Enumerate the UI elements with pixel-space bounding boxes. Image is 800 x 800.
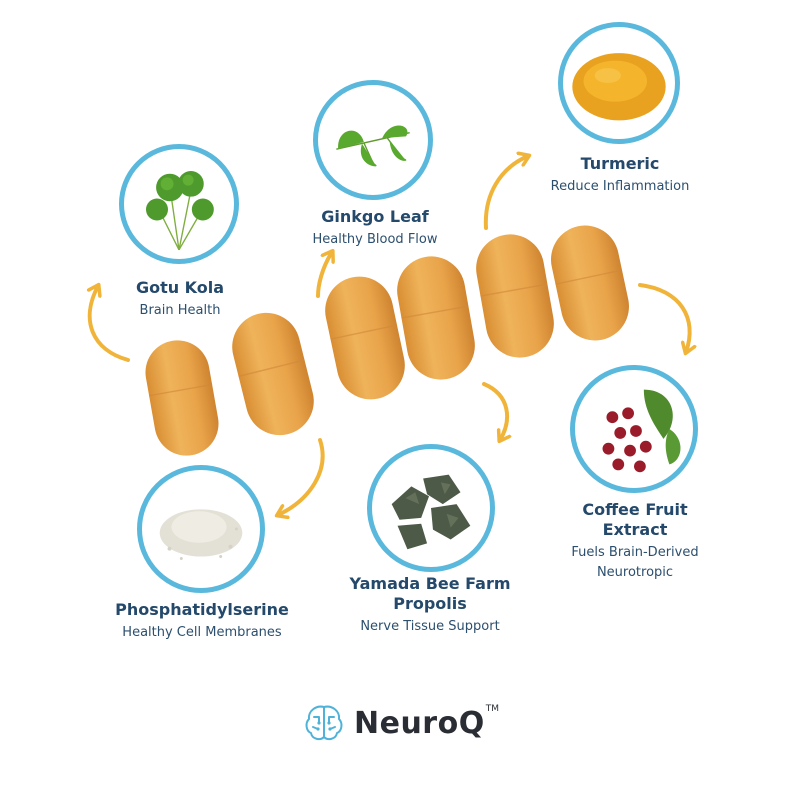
brand-logo: NeuroQ TM	[302, 700, 499, 746]
coffee-fruit-benefit-line2: Neurotropic	[596, 565, 674, 580]
turmeric-image	[558, 22, 680, 144]
propolis-image	[367, 444, 495, 572]
coffee-fruit-name-line2: Extract	[602, 520, 668, 539]
coffee-fruit-label: Coffee Fruit Extract Fuels Brain-Derived…	[550, 500, 720, 583]
capsule	[476, 234, 554, 358]
propolis-benefit: Nerve Tissue Support	[360, 619, 500, 634]
capsule	[232, 312, 314, 436]
trademark-symbol: TM	[485, 704, 499, 714]
arrow-phosphatidylserine	[278, 438, 325, 515]
ginkgo-leaf-label: Ginkgo Leaf Healthy Blood Flow	[290, 207, 460, 250]
coffee-fruit-benefit-line1: Fuels Brain-Derived	[571, 545, 699, 560]
brain-circuit-icon	[305, 705, 343, 741]
ginkgo-leaf-name: Ginkgo Leaf	[321, 207, 429, 226]
gotu-kola-name: Gotu Kola	[135, 278, 225, 297]
propolis-name-line1: Yamada Bee Farm	[349, 574, 511, 593]
arrow-ginkgo	[316, 252, 332, 298]
capsule	[397, 256, 475, 380]
phosphatidylserine-image	[137, 465, 265, 593]
gotu-kola-image	[119, 144, 239, 264]
turmeric-benefit: Reduce Inflammation	[550, 179, 690, 194]
brand-name: NeuroQ	[354, 705, 485, 741]
phosphatidylserine-name: Phosphatidylserine	[115, 600, 289, 619]
arrow-gotu-kola	[90, 286, 130, 362]
arrow-propolis	[482, 382, 507, 440]
capsule	[551, 225, 629, 341]
coffee-fruit-image	[570, 365, 698, 493]
ginkgo-leaf-image	[313, 80, 433, 200]
ginkgo-leaf-benefit: Healthy Blood Flow	[312, 232, 438, 247]
gotu-kola-label: Gotu Kola Brain Health	[100, 278, 260, 321]
arrow-coffee	[638, 283, 690, 352]
capsule	[325, 276, 405, 400]
turmeric-label: Turmeric Reduce Inflammation	[530, 154, 710, 197]
propolis-name-line2: Propolis	[393, 594, 467, 613]
turmeric-name: Turmeric	[580, 154, 660, 173]
phosphatidylserine-benefit: Healthy Cell Membranes	[122, 625, 282, 640]
phosphatidylserine-label: Phosphatidylserine Healthy Cell Membrane…	[92, 600, 312, 643]
propolis-label: Yamada Bee Farm Propolis Nerve Tissue Su…	[330, 574, 530, 637]
gotu-kola-benefit: Brain Health	[139, 303, 221, 318]
arrow-turmeric	[483, 156, 528, 230]
coffee-fruit-name-line1: Coffee Fruit	[582, 500, 688, 519]
capsule	[145, 340, 219, 456]
